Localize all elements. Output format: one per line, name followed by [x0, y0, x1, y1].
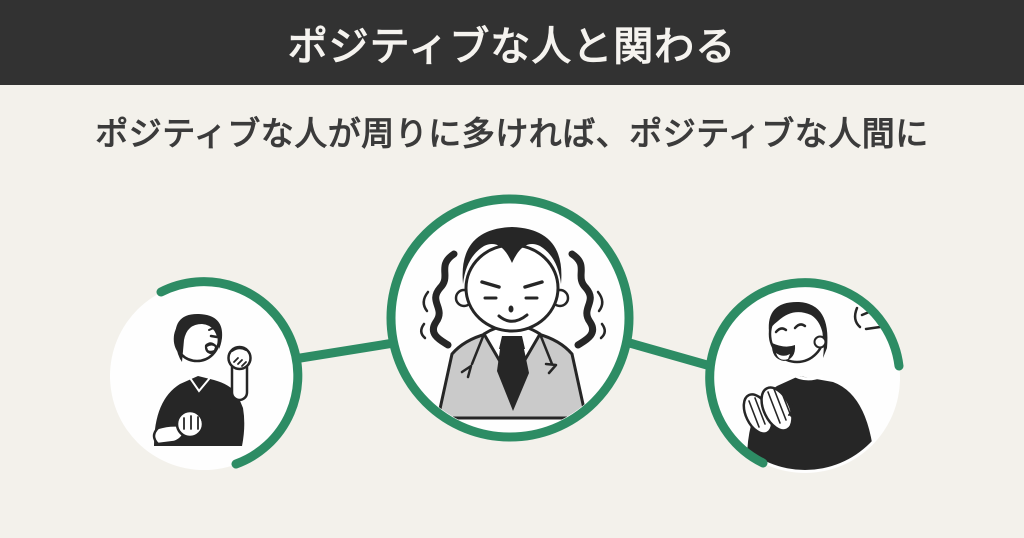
page-title: ポジティブな人と関わる	[287, 24, 737, 69]
header-bar: ポジティブな人と関わる	[0, 0, 1024, 85]
person-node-right	[705, 278, 904, 473]
laughing-man-clapping-icon	[742, 301, 889, 470]
right-circle-arc	[705, 278, 904, 468]
cheering-woman-raised-fist-icon	[152, 313, 252, 446]
person-node-center	[386, 194, 634, 442]
subtitle-text: ポジティブな人が周りに多ければ、ポジティブな人間に	[95, 115, 929, 152]
connector-line-right	[624, 337, 716, 372]
left-circle-arc	[156, 277, 303, 469]
confident-businesswoman-suit-icon	[420, 227, 606, 420]
relationship-diagram	[110, 194, 904, 473]
person-node-left	[110, 277, 303, 470]
connector-line-left	[287, 337, 401, 365]
